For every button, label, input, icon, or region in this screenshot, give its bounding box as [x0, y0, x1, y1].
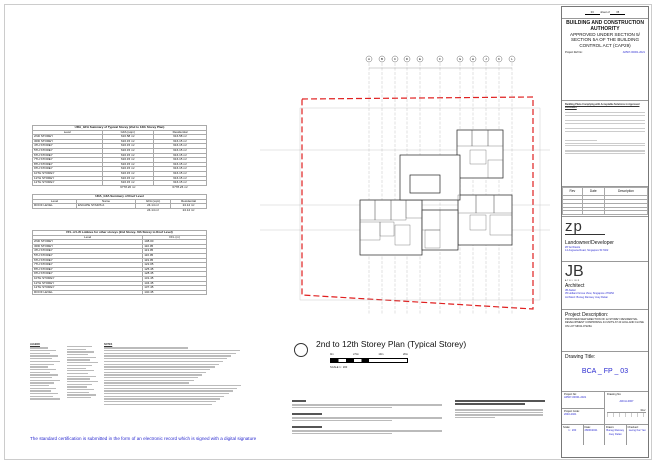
scale-tick-label: 10m	[378, 353, 384, 356]
typical-gfa-table: URA_GFA Summary of Typical Storey (2nd t…	[32, 125, 207, 189]
grid-marker	[456, 55, 464, 63]
room	[487, 129, 504, 147]
grid-marker	[482, 55, 490, 63]
table-cell: 616.15 m²	[153, 180, 207, 186]
plan-notes	[292, 400, 452, 434]
room	[493, 194, 513, 214]
grid-marker	[508, 55, 516, 63]
drawing-sheet-border	[4, 4, 652, 460]
approval-text: APPROVED UNDER SECTION 5/ SECTION 5A OF …	[570, 32, 640, 48]
grid-marker	[365, 55, 373, 63]
site-boundary	[301, 96, 534, 310]
building-blocks	[359, 129, 513, 256]
grid-label: L	[511, 57, 513, 61]
grid-label: J	[485, 57, 487, 61]
developer-logo: zp	[565, 219, 605, 236]
legend-title: LEGEND	[30, 343, 40, 346]
total-cell	[77, 208, 136, 212]
grid-label: K	[498, 57, 500, 61]
scale-tick-label: 0m	[330, 353, 334, 356]
grid-marker	[403, 55, 411, 63]
notes: NOTES	[104, 343, 244, 407]
scale-tick-label: 20m	[402, 353, 408, 356]
total-cell	[33, 208, 77, 212]
total-cell: 6778.26 m²	[120, 185, 136, 189]
table-cell: ESCAPE STAIRS A	[76, 203, 137, 209]
grid-label: F	[439, 57, 441, 61]
block-south-east	[457, 194, 513, 246]
total-cell: 24.14 m²	[147, 208, 159, 212]
project-description: PROPOSED NEW ERECTION OF 12-STOREY RESID…	[565, 318, 644, 328]
plan-scale: SCALE 1 : 200	[330, 366, 348, 369]
rev-header: Rev	[562, 187, 583, 197]
grid-marker	[495, 55, 503, 63]
grid-marker	[416, 55, 424, 63]
grid-marker	[391, 55, 399, 63]
grid-label: D	[406, 57, 409, 61]
certification-text: The standard certification is submitted …	[30, 436, 257, 441]
grid-marker	[469, 55, 477, 63]
north-icon	[294, 343, 308, 357]
total-cell: 6778.26 m²	[172, 185, 188, 189]
grid-label: A	[368, 57, 370, 61]
scale-tick-label: 2.5m	[353, 353, 359, 356]
total-cell: 24.14 m²	[182, 208, 195, 212]
table-cell: 140.45	[142, 289, 207, 296]
grid-label: G	[459, 57, 462, 61]
block-north-east	[456, 129, 504, 179]
legend: LEGEND	[30, 343, 100, 400]
sheet-number: 03 sheet of 05	[562, 7, 648, 20]
grid-label: C	[394, 57, 397, 61]
authority-name: BUILDING AND CONSTRUCTION AUTHORITY	[566, 20, 644, 32]
scale-bar	[330, 358, 408, 363]
table-cell: 616.15 m²	[101, 180, 155, 186]
grid-label: E	[419, 57, 421, 61]
rev-header: Date	[581, 187, 605, 197]
plan-title: 2nd to 12th Storey Plan (Typical Storey)	[316, 339, 467, 349]
table-cell: ROOF LEVEL	[31, 289, 144, 296]
grid-label: B	[381, 57, 383, 61]
ffl-table: FFL of Lift Lobbies for other storeys (2…	[31, 230, 207, 296]
room	[487, 159, 504, 179]
notes-title: NOTES	[104, 343, 113, 346]
scale-ticks: 0m 2.5m 10m 20m	[330, 353, 408, 356]
room	[394, 224, 411, 246]
total-row: 6778.26 m² 6778.26 m²	[33, 185, 207, 189]
drawing-title: BCA _ FP _ 03	[581, 368, 629, 376]
grid-marker	[378, 55, 386, 63]
grid-label: H	[472, 57, 474, 61]
project-ref: A0507-00001-2021	[622, 50, 645, 54]
plan-notes-right	[455, 400, 547, 418]
total-row: 24.14 m² 24.14 m²	[33, 208, 207, 212]
room	[424, 229, 441, 249]
total-cell	[33, 185, 103, 189]
room	[379, 221, 395, 237]
room	[405, 199, 423, 219]
rev-header: Description	[603, 187, 648, 197]
grid-marker	[436, 55, 444, 63]
architect-logo: JB	[565, 263, 584, 281]
title-block: 03 sheet of 05 BUILDING AND CONSTRUCTION…	[561, 6, 649, 458]
table-cell: 24.14 m²	[170, 203, 207, 209]
room	[489, 214, 513, 236]
room	[469, 149, 487, 165]
room	[469, 214, 487, 231]
